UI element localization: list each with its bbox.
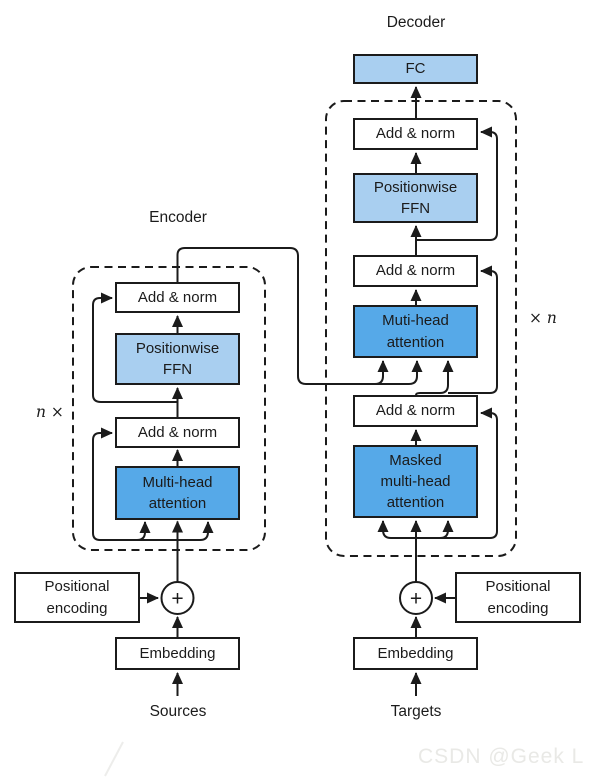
positional-encoding-label-line1: Positional	[485, 578, 551, 596]
wire-encoder-skip-around-attention	[92, 427, 113, 541]
addnorm-label: Add & norm	[375, 125, 456, 143]
plus-circle-icon	[399, 581, 433, 615]
masked-multihead-attention-block: Masked multi-head attention	[353, 445, 478, 518]
encoder-repeat-label: n ×	[36, 403, 64, 421]
plus-icon: +	[410, 588, 422, 611]
wire-encoder-output-to-decoder	[176, 247, 423, 385]
embedding-left-block: Embedding	[115, 637, 240, 670]
decoder-cross-attention-block: Muti-head attention	[353, 305, 478, 358]
masked-attention-label-line3: attention	[386, 494, 445, 512]
addnorm-label: Add & norm	[375, 402, 456, 420]
ffn-label-line1: Positionwise	[135, 339, 220, 357]
decoder-addnorm-middle-block: Add & norm	[353, 255, 478, 287]
wire-encoder-skip-around-ffn	[92, 292, 178, 403]
embedding-right-block: Embedding	[353, 637, 478, 670]
positional-encoding-left-block: Positional encoding	[14, 572, 140, 623]
ffn-label-line1: Positionwise	[373, 178, 458, 196]
masked-attention-label-line1: Masked	[389, 451, 442, 469]
ffn-label-line2: FFN	[162, 361, 193, 378]
add-operator-left: +	[160, 581, 195, 615]
cross-attention-label-line1: Muti-head	[382, 312, 449, 330]
sources-input-label: Sources	[149, 703, 207, 720]
wire-decoder-query-to-cross-attention	[415, 360, 454, 396]
ffn-label-line2: FFN	[400, 200, 431, 217]
cross-attention-label-line2: attention	[386, 333, 445, 351]
wire-decoder-selfattn-fork-left	[377, 520, 490, 539]
decoder-ffn-block: Positionwise FFN	[353, 173, 478, 223]
positional-encoding-label-line1: Positional	[44, 578, 110, 596]
wire-encoder-output-branch-left	[374, 360, 389, 385]
encoder-title: Encoder	[149, 209, 207, 226]
positional-encoding-label-line2: encoding	[46, 599, 108, 617]
addnorm-label: Add & norm	[137, 288, 218, 306]
encoder-multihead-attention-block: Multi-head attention	[115, 466, 240, 520]
wire-decoder-skip-around-cross-attention	[448, 265, 498, 394]
wire-decoder-skip-around-masked-attention	[480, 407, 498, 539]
multihead-attention-label-line2: attention	[148, 495, 207, 512]
wire-decoder-selfattn-fork-right	[439, 520, 454, 539]
wire-decoder-skip-around-ffn	[416, 126, 498, 241]
decoder-addnorm-top-block: Add & norm	[353, 118, 478, 150]
fc-label: FC	[405, 60, 426, 78]
addnorm-label: Add & norm	[375, 262, 456, 280]
fc-block: FC	[353, 54, 478, 84]
embedding-label: Embedding	[139, 644, 216, 662]
decoder-title: Decoder	[386, 14, 446, 31]
addnorm-label: Add & norm	[137, 423, 218, 441]
multihead-attention-label-line1: Multi-head	[142, 473, 213, 491]
positional-encoding-label-line2: encoding	[487, 599, 549, 617]
csdn-watermark: CSDN @Geek L	[418, 745, 585, 768]
encoder-addnorm-top-block: Add & norm	[115, 282, 240, 313]
wire-encoder-selfattn-fork-left	[136, 521, 151, 541]
encoder-ffn-block: Positionwise FFN	[115, 333, 240, 385]
decoder-dashed-border	[325, 100, 517, 557]
targets-input-label: Targets	[390, 703, 442, 720]
add-operator-right: +	[399, 581, 433, 615]
positional-encoding-right-block: Positional encoding	[455, 572, 581, 623]
plus-icon: +	[171, 588, 183, 611]
decoder-addnorm-bottom-block: Add & norm	[353, 395, 478, 427]
embedding-label: Embedding	[377, 644, 454, 662]
masked-attention-label-line2: multi-head	[380, 472, 451, 490]
watermark-slash	[104, 741, 124, 777]
encoder-addnorm-bottom-block: Add & norm	[115, 417, 240, 448]
plus-circle-icon	[160, 581, 195, 615]
wire-encoder-selfattn-fork-right	[100, 521, 214, 541]
decoder-repeat-label: × n	[529, 309, 557, 327]
